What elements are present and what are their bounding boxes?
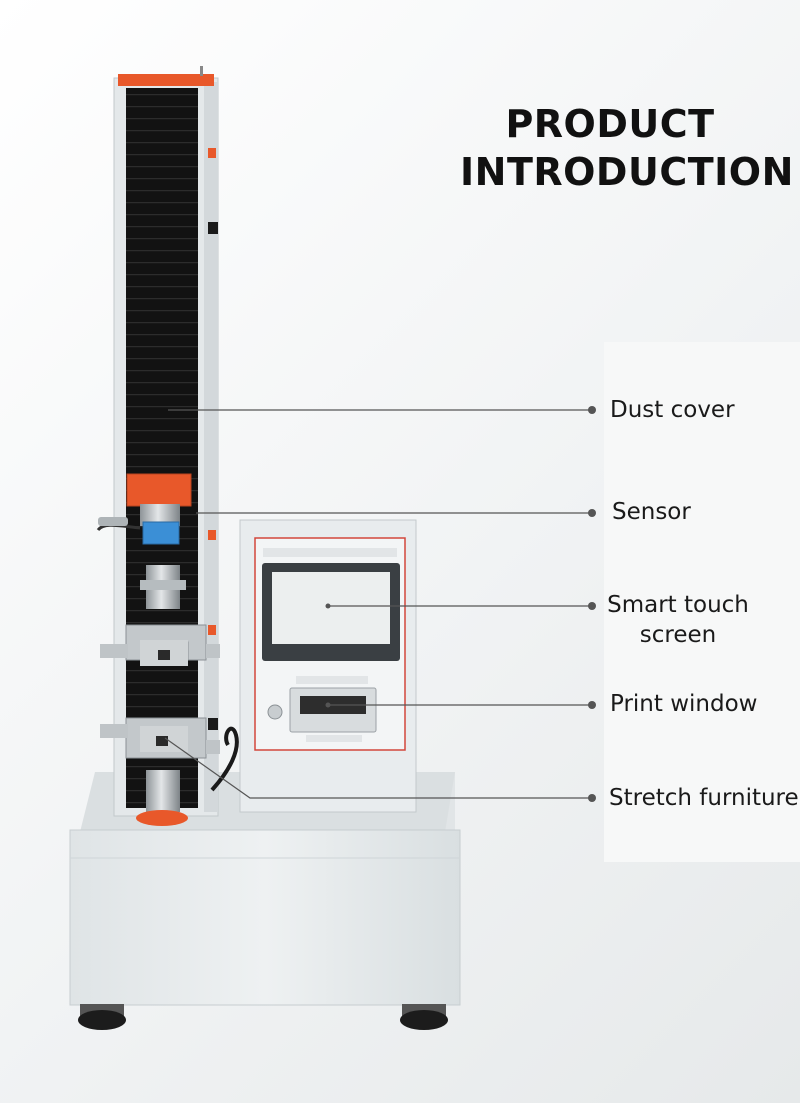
top-cap xyxy=(118,74,214,86)
label-stretch-furniture: Stretch furniture xyxy=(609,785,799,811)
crosshead-sensor xyxy=(96,473,192,545)
label-smart-touch-screen-line-2: screen xyxy=(639,622,717,648)
label-dust-cover: Dust cover xyxy=(610,397,735,423)
dust-cover-bellows xyxy=(126,88,198,808)
controller-box xyxy=(239,519,417,813)
label-print-window: Print window xyxy=(610,691,758,717)
label-smart-touch-screen: Smart touch screen xyxy=(598,590,758,650)
title-line-1: PRODUCT xyxy=(505,102,715,146)
page-title: PRODUCT INTRODUCTION xyxy=(460,100,794,196)
machine-feet xyxy=(78,1004,448,1030)
limit-knobs xyxy=(208,148,218,730)
label-sensor: Sensor xyxy=(612,499,691,525)
background-panel xyxy=(604,342,800,862)
control-cable xyxy=(210,726,239,792)
callout-leaders xyxy=(164,406,596,802)
leader-stretch-furniture xyxy=(164,737,592,799)
touch-screen-display xyxy=(272,572,390,644)
upper-grip xyxy=(100,565,220,666)
title-line-2: INTRODUCTION xyxy=(460,150,794,194)
label-smart-touch-screen-line-1: Smart touch xyxy=(607,592,749,618)
